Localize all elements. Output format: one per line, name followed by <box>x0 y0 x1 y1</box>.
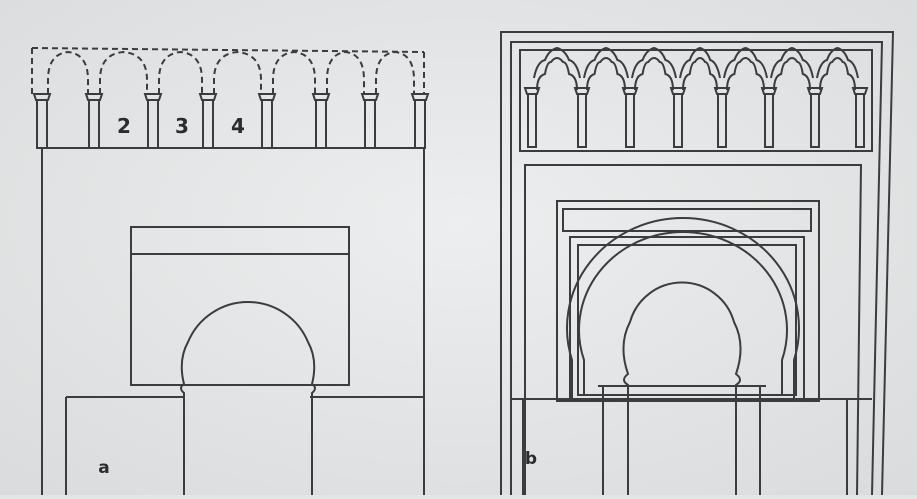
figure-a-facade <box>31 47 430 495</box>
figure-b-lobed-arch-molding <box>770 46 814 79</box>
figure-b-panel-4 <box>569 236 805 400</box>
figure-b-column-capital <box>621 87 639 95</box>
figure-b-door-jambs <box>598 385 766 399</box>
figure-b-column-capital <box>851 87 869 95</box>
figure-b-lobed-arch <box>773 57 811 91</box>
figure-b-panel-3 <box>562 208 812 232</box>
arch-number-2: 2 <box>117 114 131 138</box>
figure-b-lobed-arch-molding <box>816 46 859 79</box>
figure-b-inner-horseshoe-arch <box>622 281 742 495</box>
figure-b-column-capital <box>760 87 778 95</box>
figure-a-column-capital <box>360 93 380 101</box>
figure-b-column-capital <box>573 87 591 95</box>
figure-a-column-capital <box>32 93 52 101</box>
figure-b-lobed-arch <box>682 57 718 91</box>
figure-a-horseshoe-arch <box>180 301 316 495</box>
figure-b-lobed-arch <box>634 57 674 91</box>
figure-b-lobed-arch <box>726 57 765 91</box>
figure-b-inner-frame <box>510 41 884 496</box>
figure-b-lobed-arch <box>536 57 578 91</box>
figure-a-column-capital <box>198 93 218 101</box>
figure-b-lobed-arch-molding <box>679 46 721 79</box>
figure-a-dashed-arch <box>47 50 89 94</box>
figure-b-lobed-arch <box>586 57 626 91</box>
figure-b-outer-arch <box>566 217 800 399</box>
figure-a-dashed-arch <box>158 50 203 94</box>
figure-b-panel-1 <box>524 164 863 496</box>
figure-b-column-capital <box>669 87 687 95</box>
figure-a-wall-outline <box>41 147 425 495</box>
figure-a-dashed-arch <box>375 50 415 94</box>
arch-number-4: 4 <box>231 114 245 138</box>
figure-b-column-capital <box>713 87 731 95</box>
figure-a-arch-frame <box>130 254 350 386</box>
figure-a-label: a <box>98 458 109 478</box>
figure-b-column-capital <box>523 87 541 95</box>
figure-a-column-capital <box>84 93 104 101</box>
figure-b-lobed-arch-molding <box>533 46 581 79</box>
figure-b-door-body <box>511 398 872 495</box>
figure-b-panel-2 <box>556 200 820 402</box>
figure-a-column-capital <box>257 93 277 101</box>
figure-a-dashed-arcade-reconstruction <box>31 47 425 94</box>
figure-a-column-capital <box>311 93 331 101</box>
figure-a-dashed-arch <box>272 50 316 94</box>
figure-b-facade <box>500 31 895 496</box>
figure-b-lobed-arch-molding <box>723 46 768 79</box>
figure-b-lobed-arch-molding <box>583 46 629 79</box>
figure-b-lobed-arch-molding <box>631 46 677 79</box>
figure-b-polylobed-arcade <box>523 46 869 148</box>
figure-a-upper-panel <box>130 226 350 255</box>
arch-number-3: 3 <box>175 114 189 138</box>
figure-b-outer-frame <box>500 31 895 496</box>
figure-a-column-capital <box>143 93 163 101</box>
figure-b-lobed-arch <box>819 57 856 91</box>
figure-b-panel-5 <box>577 244 797 396</box>
figure-a-dashed-arch <box>213 50 262 94</box>
figure-b-column-capital <box>806 87 824 95</box>
figure-b-label: b <box>525 449 537 469</box>
figure-a-dashed-arch <box>99 50 148 94</box>
figure-b-outer-arch-inner-line <box>578 231 788 395</box>
figure-a-dashed-arch <box>326 50 365 94</box>
figure-a-dado-line <box>65 396 424 495</box>
figure-a-column-capital <box>410 93 430 101</box>
figure-a-dashed-cornice <box>31 47 425 94</box>
